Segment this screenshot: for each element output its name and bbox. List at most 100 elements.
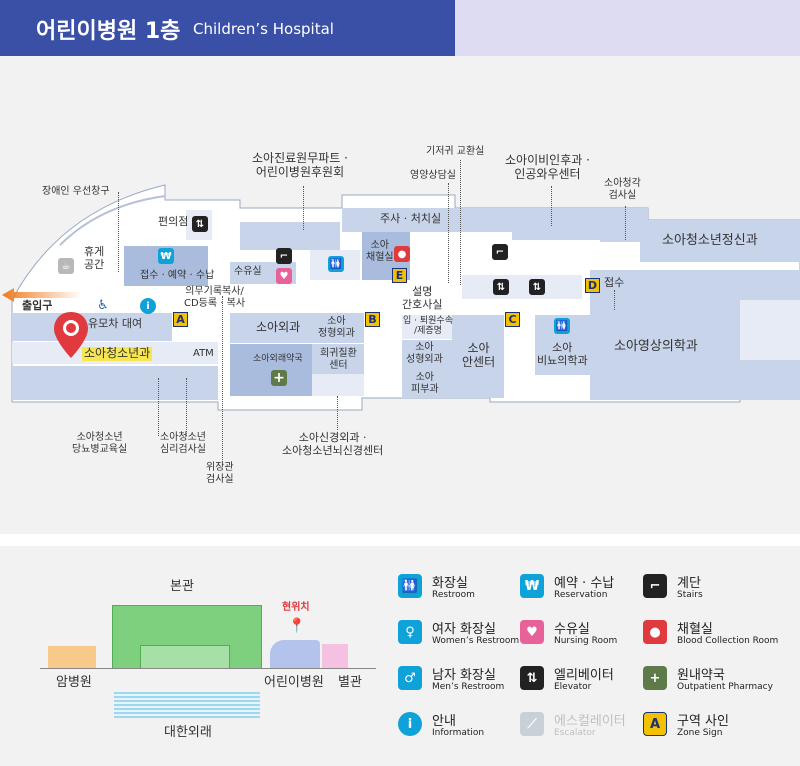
- label-peds-dept: 소아청소년과: [82, 346, 153, 361]
- room-peds-bottom: [12, 366, 218, 400]
- zone-sign-e: E: [392, 268, 407, 283]
- stairs-icon: ⌐: [643, 574, 667, 598]
- legend-label: 예약 · 수납: [554, 576, 615, 591]
- legend-label-en: Outpatient Pharmacy: [677, 682, 773, 692]
- label-nursing: 수유실: [234, 266, 262, 277]
- label-convenience: 편의점: [158, 215, 189, 228]
- label-blood: 소아 채혈실: [366, 240, 394, 263]
- room-ortho: [312, 313, 364, 343]
- room-rare: [312, 344, 364, 374]
- room-corridor-e: [740, 300, 800, 360]
- zone-sign-a: A: [173, 312, 188, 327]
- page-subtitle: Children’s Hospital: [193, 20, 334, 38]
- elevator-icon: ⇅: [529, 279, 545, 295]
- blood-collection-icon: ●: [643, 620, 667, 644]
- room-peds-admin: [240, 222, 340, 250]
- label-nutrition: 영양상담실: [410, 170, 456, 181]
- stairs-icon: ⌐: [276, 248, 292, 264]
- legend-label-en: Elevator: [554, 682, 592, 692]
- room-psych: [640, 220, 800, 262]
- leader-neuro: [337, 396, 338, 430]
- legend-label: 원내약국: [677, 668, 725, 683]
- campus-children-label: 어린이병원: [264, 675, 324, 690]
- leader-nutrition: [448, 183, 449, 283]
- information-icon: i: [398, 712, 422, 736]
- leader-diaper: [460, 160, 461, 285]
- label-surgery: 소아외과: [256, 320, 301, 334]
- page-title: 어린이병원 1층: [36, 19, 181, 44]
- zone-sign-d: D: [585, 278, 600, 293]
- reservation-icon: ₩: [520, 574, 544, 598]
- current-location-marker-icon: [54, 312, 88, 358]
- zone-sign-c: C: [505, 312, 520, 327]
- label-diabetes: 소아청소년 당뇨병교육실: [72, 432, 128, 455]
- label-ent: 소아이비인후과 · 인공와우센터: [505, 153, 590, 181]
- room-injection: [342, 208, 512, 232]
- legend-label: 에스컬레이터: [554, 714, 626, 729]
- label-neuro: 소아신경외과 · 소아청소년뇌신경센터: [282, 431, 384, 457]
- legend-label: 구역 사인: [677, 714, 729, 729]
- campus-main-label: 본관: [170, 579, 194, 594]
- label-lounge: 휴게 공간: [84, 245, 105, 271]
- room-rare-below: [312, 374, 364, 396]
- legend-label: 수유실: [554, 622, 590, 637]
- legend-label: 남자 화장실: [432, 668, 496, 683]
- room-stroller: [12, 313, 172, 341]
- legend-label-en: Zone Sign: [677, 728, 723, 738]
- label-records: 의무기록복사/ CD등록 · 복사: [184, 286, 246, 309]
- label-reception: 접수 · 예약 · 수납: [140, 270, 215, 281]
- leader-reception2: [614, 290, 615, 310]
- legend-label-en: Women’s Restroom: [432, 636, 520, 646]
- label-psych: 소아청소년정신과: [662, 233, 758, 248]
- header-tab: [455, 0, 800, 56]
- label-psych-test: 소아청소년 심리검사실: [160, 432, 206, 455]
- elevator-icon: ⇅: [520, 666, 544, 690]
- room-elevator-bank: [462, 275, 582, 299]
- legend-label-en: Escalator: [554, 728, 596, 738]
- leader-diabetes: [158, 378, 159, 436]
- nursing-room-icon: ♥: [276, 268, 292, 284]
- entrance-arrow-icon: [2, 288, 82, 302]
- legend-label: 여자 화장실: [432, 622, 496, 637]
- pharmacy-icon: +: [271, 370, 287, 386]
- label-rare: 희귀질환 센터: [320, 348, 357, 371]
- nursing-room-icon: ♥: [520, 620, 544, 644]
- legend-label: 안내: [432, 714, 456, 729]
- legend-label: 화장실: [432, 576, 468, 591]
- campus-outpatient-building: [114, 692, 260, 718]
- room-eye: [452, 315, 504, 398]
- leader-accessible: [118, 192, 119, 272]
- label-stroller: 유모차 대여: [88, 317, 143, 330]
- blood-collection-icon: ●: [394, 246, 410, 262]
- label-hearing: 소아청각 검사실: [604, 178, 641, 201]
- campus-main-inner: [140, 645, 230, 669]
- label-urology: 소아 비뇨의학과: [537, 341, 588, 367]
- legend-label-en: Blood Collection Room: [677, 636, 779, 646]
- room-hearing: [600, 220, 640, 242]
- campus-outpatient-label: 대한외래: [164, 725, 212, 740]
- label-eye: 소아 안센터: [462, 341, 496, 369]
- legend-label-en: Nursing Room: [554, 636, 618, 646]
- label-accessible: 장애인 우선창구: [42, 186, 110, 197]
- mens-restroom-icon: ♂: [398, 666, 422, 690]
- campus-children-building: [270, 640, 320, 668]
- label-derm: 소아 피부과: [411, 372, 439, 395]
- label-injection: 주사 · 처치실: [380, 212, 442, 225]
- label-gi: 위장관 검사실: [206, 462, 234, 485]
- campus-annex-label: 별관: [338, 675, 362, 690]
- elevator-icon: ⇅: [192, 216, 208, 232]
- restroom-icon: 🚻: [328, 256, 344, 272]
- label-admission: 입 · 퇴원수속 /제증명: [403, 316, 453, 337]
- campus-current-pin-icon: 📍: [288, 618, 306, 634]
- legend-label: 엘리베이터: [554, 668, 614, 683]
- label-radiology: 소아영상의학과: [614, 339, 698, 354]
- elevator-icon: ⇅: [493, 279, 509, 295]
- header-bar: [0, 0, 455, 56]
- legend-label-en: Information: [432, 728, 485, 738]
- campus-annex-building: [322, 644, 348, 668]
- legend-label-en: Reservation: [554, 590, 608, 600]
- legend-label-en: Men’s Restroom: [432, 682, 505, 692]
- wheelchair-icon: ♿: [97, 297, 109, 313]
- label-diaper: 기저귀 교환실: [426, 146, 485, 157]
- campus-current-label: 현위치: [282, 602, 310, 613]
